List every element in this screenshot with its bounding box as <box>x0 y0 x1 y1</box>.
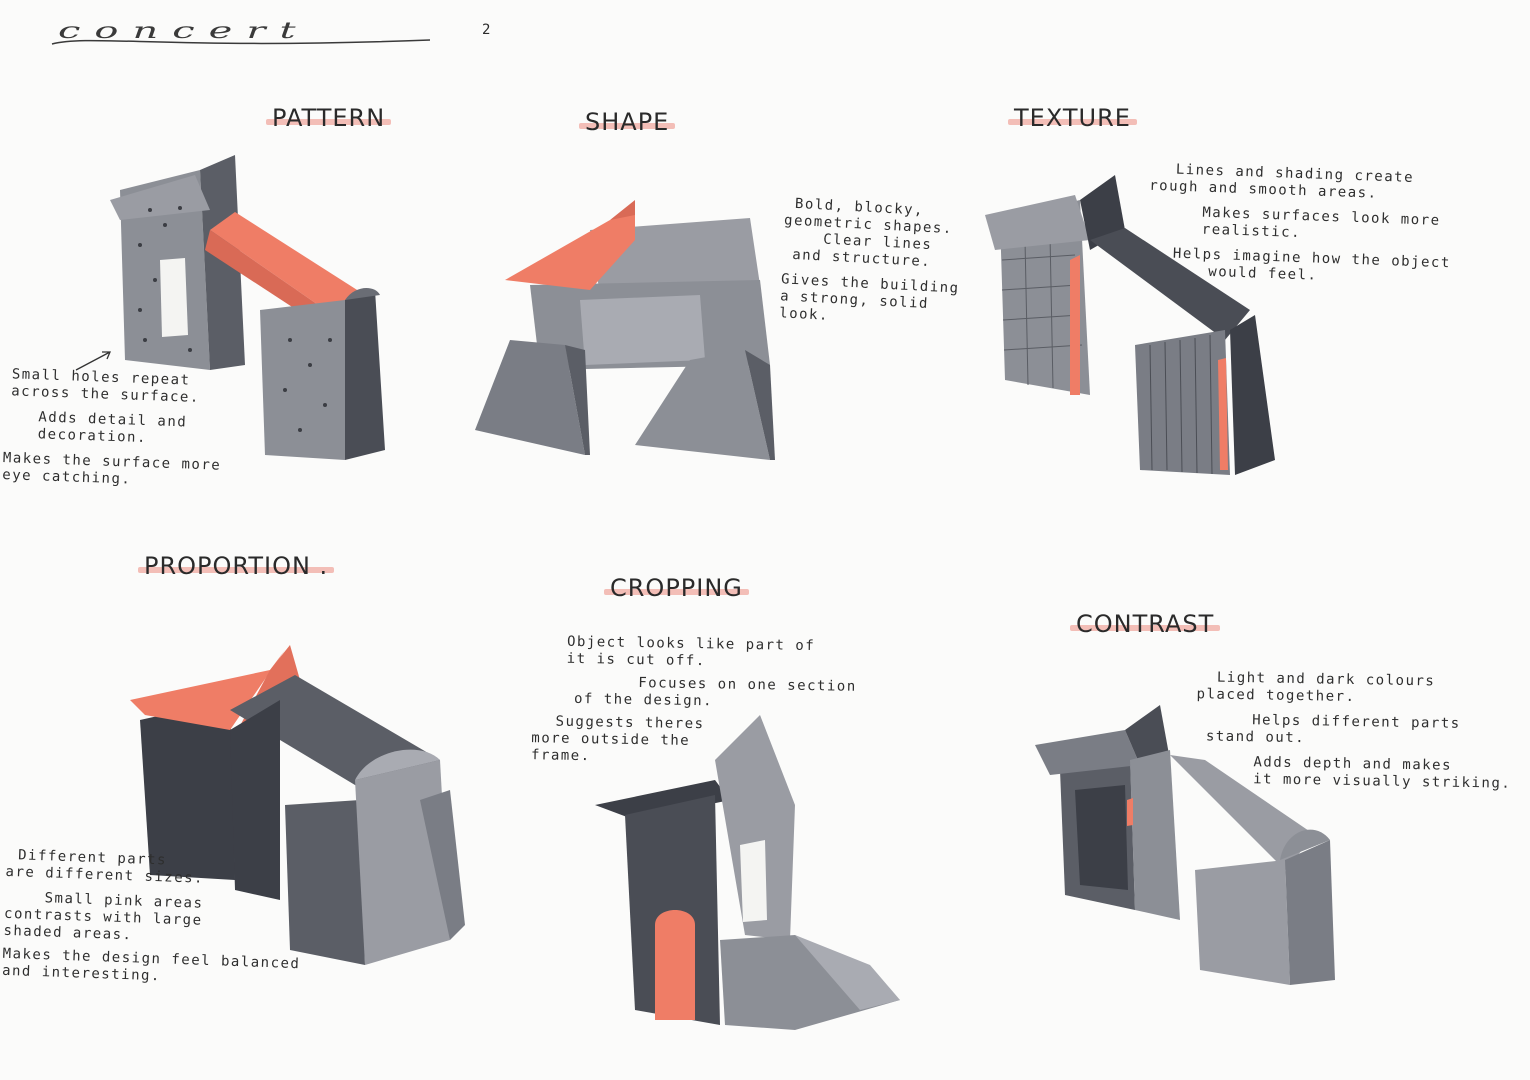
pattern-notes: Small holes repeat across the surface. A… <box>8 366 224 491</box>
title-swash <box>50 30 440 60</box>
contrast-building-sketch <box>1030 700 1350 1000</box>
heading-proportion: PROPORTION . <box>144 552 328 580</box>
heading-shape: SHAPE <box>585 108 669 136</box>
proportion-notes: Different parts are different sizes. Sma… <box>2 847 304 990</box>
shape-building-sketch <box>470 190 790 460</box>
shape-notes: Bold, blocky, geometric shapes. Clear li… <box>779 195 964 331</box>
heading-contrast: CONTRAST <box>1076 610 1214 638</box>
heading-texture: TEXTURE <box>1014 104 1131 132</box>
page-number: 2 <box>482 22 490 38</box>
heading-cropping: CROPPING <box>610 574 743 602</box>
heading-pattern: PATTERN <box>272 104 385 132</box>
cropping-building-sketch <box>595 710 905 1035</box>
texture-notes: Lines and shading create rough and smoot… <box>1146 161 1454 290</box>
